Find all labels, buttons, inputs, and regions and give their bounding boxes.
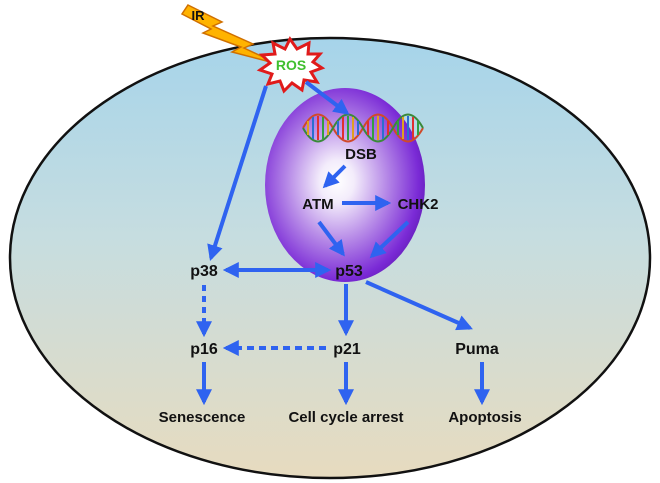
label-atm: ATM bbox=[302, 196, 333, 213]
label-p53: p53 bbox=[335, 263, 363, 280]
label-chk2: CHK2 bbox=[398, 196, 439, 213]
label-ros: ROS bbox=[276, 57, 306, 73]
label-ir: IR bbox=[192, 8, 206, 23]
arrow-chk2-p53 bbox=[369, 220, 410, 259]
arrow-atm-p53 bbox=[317, 220, 345, 257]
nucleus bbox=[265, 88, 425, 282]
arrow-ros-p38 bbox=[207, 85, 268, 262]
arrow-ros-dsb bbox=[304, 80, 350, 115]
arrow-dsb-atm bbox=[322, 164, 347, 189]
label-puma: Puma bbox=[455, 341, 499, 358]
label-p21: p21 bbox=[333, 341, 361, 358]
label-p16: p16 bbox=[190, 341, 218, 358]
arrow-p53-puma bbox=[365, 280, 473, 331]
lightning-bolt-icon bbox=[180, 4, 279, 65]
ros-burst-icon bbox=[256, 36, 326, 94]
label-apoptosis: Apoptosis bbox=[448, 409, 521, 426]
label-dsb: DSB bbox=[345, 146, 377, 163]
dna-helix-icon bbox=[302, 113, 424, 143]
label-senescence: Senescence bbox=[159, 409, 246, 426]
label-p38: p38 bbox=[190, 263, 218, 280]
label-cell-cycle-arrest: Cell cycle arrest bbox=[288, 409, 403, 426]
